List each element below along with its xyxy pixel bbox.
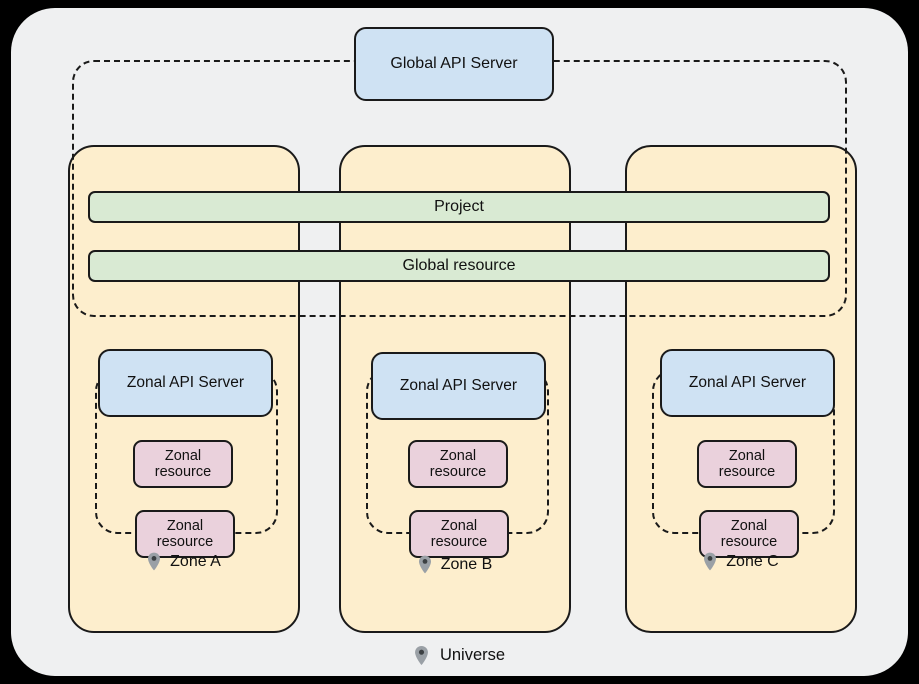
zonal-resource-a-1[interactable]: Zonal resource: [133, 440, 233, 488]
zonal-api-server-b[interactable]: Zonal API Server: [371, 352, 546, 420]
universe-label: Universe: [439, 646, 506, 664]
zonal-resource-c-1-line2: resource: [718, 464, 776, 480]
zonal-api-server-a[interactable]: Zonal API Server: [98, 349, 273, 417]
zone-c-label: Zone C: [726, 552, 779, 570]
zone-a-label: Zone A: [170, 552, 221, 570]
zonal-api-server-c-label: Zonal API Server: [688, 374, 807, 391]
zone-a-label-group: Zone A: [70, 552, 298, 571]
map-pin-icon: [704, 552, 717, 571]
zonal-resource-b-2-line1: Zonal: [440, 517, 478, 534]
map-pin-icon: [415, 645, 428, 666]
map-pin-icon: [418, 555, 431, 574]
global-bar-global-resource[interactable]: Global resource: [88, 250, 830, 282]
global-api-server-label: Global API Server: [390, 55, 518, 72]
map-pin-icon: [148, 552, 161, 571]
zonal-resource-b-2[interactable]: Zonal resource: [409, 510, 509, 558]
universe-label-group: Universe: [0, 645, 919, 666]
zonal-resource-c-1-line1: Zonal: [728, 447, 766, 464]
zonal-resource-c-2[interactable]: Zonal resource: [699, 510, 799, 558]
zone-b-label: Zone B: [440, 555, 493, 573]
global-api-server[interactable]: Global API Server: [354, 27, 554, 101]
zonal-resource-a-2-line2: resource: [156, 534, 214, 550]
zonal-resource-c-1[interactable]: Zonal resource: [697, 440, 797, 488]
zonal-resource-c-2-line2: resource: [720, 534, 778, 550]
global-bar-project-label: Project: [434, 198, 484, 215]
zonal-resource-a-2-line1: Zonal: [166, 517, 204, 534]
zonal-api-server-c[interactable]: Zonal API Server: [660, 349, 835, 417]
zonal-resource-c-2-line1: Zonal: [730, 517, 768, 534]
zone-container-c[interactable]: Zonal API Server Zonal resource Zonal re…: [625, 145, 857, 633]
zonal-resource-b-1[interactable]: Zonal resource: [408, 440, 508, 488]
zonal-resource-b-1-line1: Zonal: [439, 447, 477, 464]
zonal-resource-b-2-line2: resource: [430, 534, 488, 550]
zone-container-a[interactable]: Zonal API Server Zonal resource Zonal re…: [68, 145, 300, 633]
zonal-resource-a-2[interactable]: Zonal resource: [135, 510, 235, 558]
zone-container-b[interactable]: Zonal API Server Zonal resource Zonal re…: [339, 145, 571, 633]
global-bar-project[interactable]: Project: [88, 191, 830, 223]
zonal-resource-b-1-line2: resource: [429, 464, 487, 480]
zonal-api-server-a-label: Zonal API Server: [126, 374, 245, 391]
zonal-resource-a-1-line1: Zonal: [164, 447, 202, 464]
zone-c-label-group: Zone C: [627, 552, 855, 571]
zonal-resource-a-1-line2: resource: [154, 464, 212, 480]
global-bar-global-resource-label: Global resource: [402, 257, 516, 274]
zone-b-label-group: Zone B: [341, 555, 569, 574]
zonal-api-server-b-label: Zonal API Server: [399, 377, 518, 394]
